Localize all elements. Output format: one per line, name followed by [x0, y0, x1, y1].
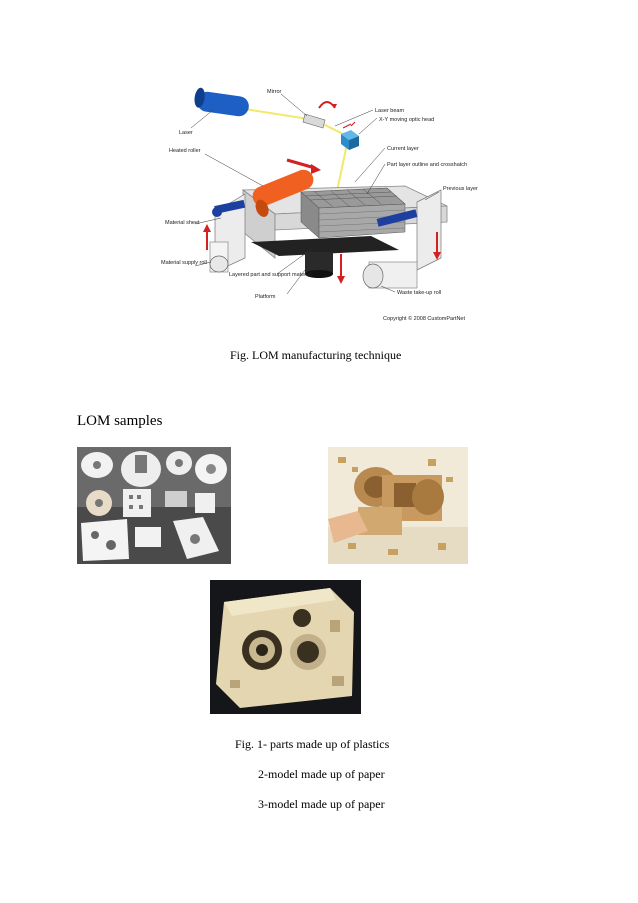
label-laser: Laser — [179, 130, 193, 136]
label-material-sheet: Material sheet — [165, 220, 200, 226]
label-part-outline: Part layer outline and crosshatch — [387, 162, 467, 168]
supply-roll — [209, 255, 229, 273]
label-previous-layer: Previous layer — [443, 186, 478, 192]
label-platform: Platform — [255, 294, 276, 300]
laser-tube — [194, 87, 249, 117]
photo-gearbox-model — [210, 580, 361, 714]
label-laser-beam: Laser beam — [375, 108, 404, 114]
label-heated-roller: Heated roller — [169, 148, 201, 154]
lom-diagram: Mirror Laser beam X-Y moving optic head … — [155, 82, 495, 330]
figure-caption-line-1: Fig. 1- parts made up of plastics — [235, 737, 390, 751]
label-mirror: Mirror — [267, 89, 282, 95]
label-xy-head: X-Y moving optic head — [379, 117, 434, 123]
label-waste-roll: Waste take-up roll — [397, 290, 441, 296]
label-layered-part: Layered part and support material — [229, 272, 312, 278]
figure-caption-line-3: 3-model made up of paper — [258, 797, 385, 811]
label-current-layer: Current layer — [387, 146, 419, 152]
photo-paper-model — [328, 447, 468, 564]
figure-caption-lom: Fig. LOM manufacturing technique — [230, 348, 402, 362]
figure-caption-line-2: 2-model made up of paper — [258, 767, 385, 781]
section-heading: LOM samples — [77, 413, 163, 429]
label-material-supply: Material supply roll — [161, 260, 207, 266]
photo-plastic-parts — [77, 447, 231, 564]
heated-roller — [252, 169, 314, 217]
optic-head — [341, 130, 359, 150]
mirror — [302, 113, 326, 129]
label-copyright: Copyright © 2008 CustomPartNet — [383, 315, 465, 322]
waste-roll — [362, 263, 384, 289]
